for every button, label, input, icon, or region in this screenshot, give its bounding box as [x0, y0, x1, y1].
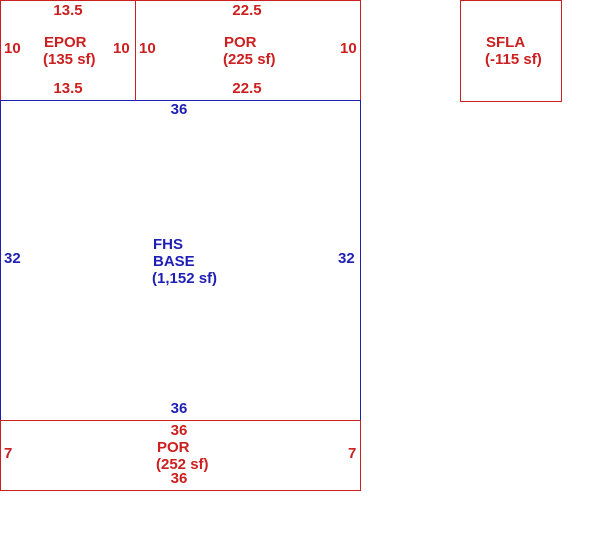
base-name-line2: BASE	[153, 253, 195, 270]
por-bottom-left-dimension: 7	[4, 445, 13, 462]
epor-name: EPOR	[44, 34, 87, 51]
por-bottom-area	[0, 420, 361, 491]
epor-area-label: (135 sf)	[43, 51, 96, 68]
base-bottom-dimension: 36	[170, 400, 188, 417]
por-bottom-top-dimension: 36	[170, 422, 188, 439]
por-top-right-dimension: 10	[340, 40, 357, 57]
base-right-dimension: 32	[338, 250, 355, 267]
por-bottom-right-dimension: 7	[348, 445, 357, 462]
base-left-dimension: 32	[4, 250, 21, 267]
por-top-left-dimension: 10	[139, 40, 156, 57]
sfla-name: SFLA	[486, 34, 526, 51]
por-top-bottom-dimension: 22.5	[232, 80, 262, 97]
base-top-dimension: 36	[170, 101, 188, 118]
por-top-top-dimension: 22.5	[232, 2, 262, 19]
por-top-name: POR	[224, 34, 257, 51]
epor-bottom-dimension: 13.5	[53, 80, 83, 97]
sfla-area	[460, 0, 562, 102]
epor-right-dimension: 10	[113, 40, 130, 57]
por-bottom-area-label: (252 sf)	[156, 456, 209, 473]
sfla-area-label: (-115 sf)	[485, 51, 542, 68]
base-area-label: (1,152 sf)	[152, 270, 218, 287]
base-name-line1: FHS	[153, 236, 183, 253]
por-bottom-name: POR	[157, 439, 190, 456]
epor-top-dimension: 13.5	[53, 2, 83, 19]
por-top-area-label: (225 sf)	[223, 51, 276, 68]
epor-left-dimension: 10	[4, 40, 21, 57]
por-bottom-bottom-dimension: 36	[170, 470, 188, 487]
